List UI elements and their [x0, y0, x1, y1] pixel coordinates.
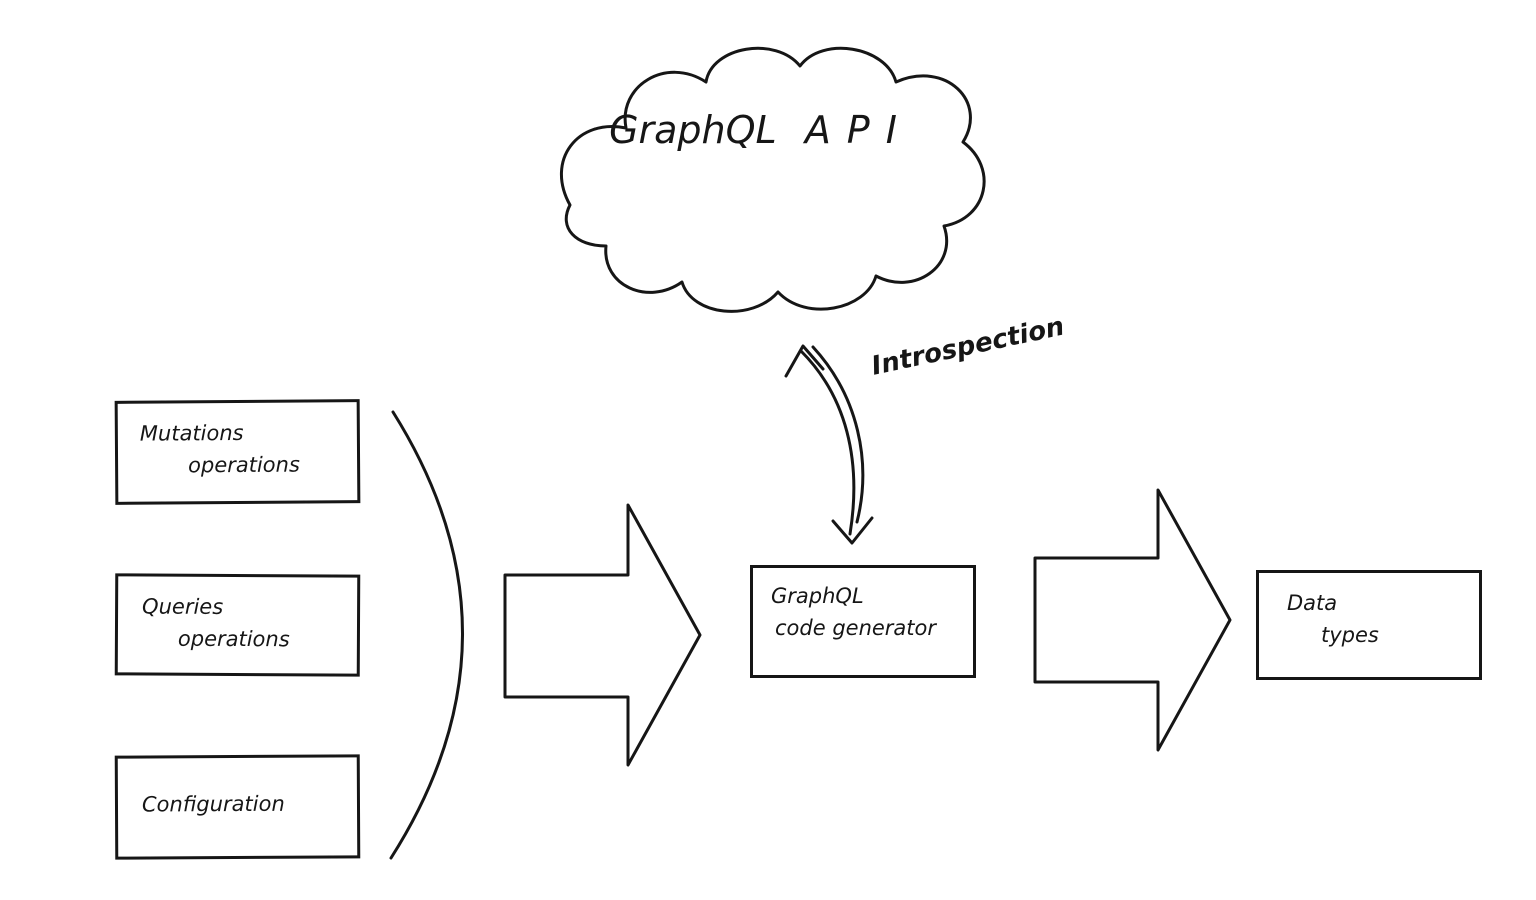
node-code-generator-line2: code generator	[775, 616, 937, 640]
introspection-arrowhead-bottom	[831, 516, 874, 545]
introspection-arrowhead-top	[784, 344, 825, 378]
node-mutations-operations: Mutations operations	[114, 399, 361, 505]
node-mutations-line2: operations	[188, 452, 300, 478]
flow-arrow-right	[1033, 488, 1232, 752]
cloud-api-line2: API	[804, 108, 913, 152]
cloud-shape	[559, 46, 986, 313]
flow-arrow-left	[503, 503, 702, 767]
node-configuration-line1: Configuration	[141, 791, 285, 817]
node-queries-operations: Queries operations	[114, 573, 361, 677]
node-queries-line1: Queries	[142, 594, 224, 619]
node-queries-line2: operations	[177, 626, 290, 652]
cloud-api-line1: GraphQL	[609, 108, 777, 152]
introspection-arrow-curve	[799, 349, 856, 536]
node-configuration: Configuration	[114, 754, 361, 860]
inputs-brace	[389, 410, 464, 860]
introspection-arrow-curve-return	[811, 345, 865, 524]
node-data-types-line1: Data	[1287, 591, 1338, 615]
cloud-api-label: GraphQL API	[606, 100, 916, 160]
node-code-generator: GraphQL code generator	[750, 565, 976, 678]
node-data-types: Data types	[1256, 570, 1482, 680]
node-data-types-line2: types	[1321, 623, 1379, 647]
node-mutations-line1: Mutations	[139, 420, 244, 446]
node-code-generator-line1: GraphQL	[771, 584, 864, 608]
